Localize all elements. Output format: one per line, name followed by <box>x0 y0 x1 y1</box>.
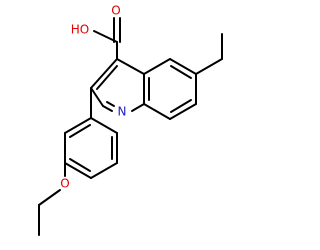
bond-para-meta-b <box>90 162 118 179</box>
atom-labels: O HO N O <box>60 4 126 191</box>
bonds-phenyl-ring <box>64 87 118 179</box>
bonds-ethoxy <box>38 162 66 236</box>
ring-nitrogen-label: N <box>118 105 127 119</box>
structure-diagram: O HO N O <box>38 4 223 236</box>
bond-ortho-ipso-b <box>90 117 118 134</box>
bond-c6-methyl <box>195 58 223 75</box>
ether-oxygen-label: O <box>60 177 69 191</box>
bond-c3-c4 <box>90 58 118 89</box>
bonds-pyridine-ring <box>90 58 150 112</box>
carbonyl-oxygen-label: O <box>111 4 120 18</box>
bond-c5-c6-inner <box>170 65 192 79</box>
bond-ipso-ortho-a <box>64 117 92 134</box>
bond-c7-c8-inner <box>170 99 192 113</box>
bond-c4a-c5 <box>143 58 171 75</box>
bond-c2-c3 <box>90 87 104 107</box>
bonds-carboxyl <box>93 17 121 60</box>
bond-c4-c4a <box>116 58 145 75</box>
bond-c5-c6 <box>169 58 197 75</box>
bond-ipso-ortho-a-inner <box>69 124 91 138</box>
bond-c3-c4-inner <box>96 65 118 90</box>
bonds-benzo-ring <box>143 33 223 120</box>
bond-c-oh <box>93 30 118 43</box>
bond-ether-ch2 <box>38 189 61 206</box>
bond-meta-para-a <box>64 162 92 179</box>
hydroxyl-label: HO <box>71 23 89 37</box>
bond-c7-c8 <box>169 103 197 120</box>
bond-c8a-n <box>131 103 145 112</box>
bond-meta-para-a-inner <box>69 158 91 172</box>
bond-c8-c8a <box>143 103 171 120</box>
bond-n-c2 <box>102 105 113 112</box>
bond-n-c2-inner <box>106 101 115 107</box>
